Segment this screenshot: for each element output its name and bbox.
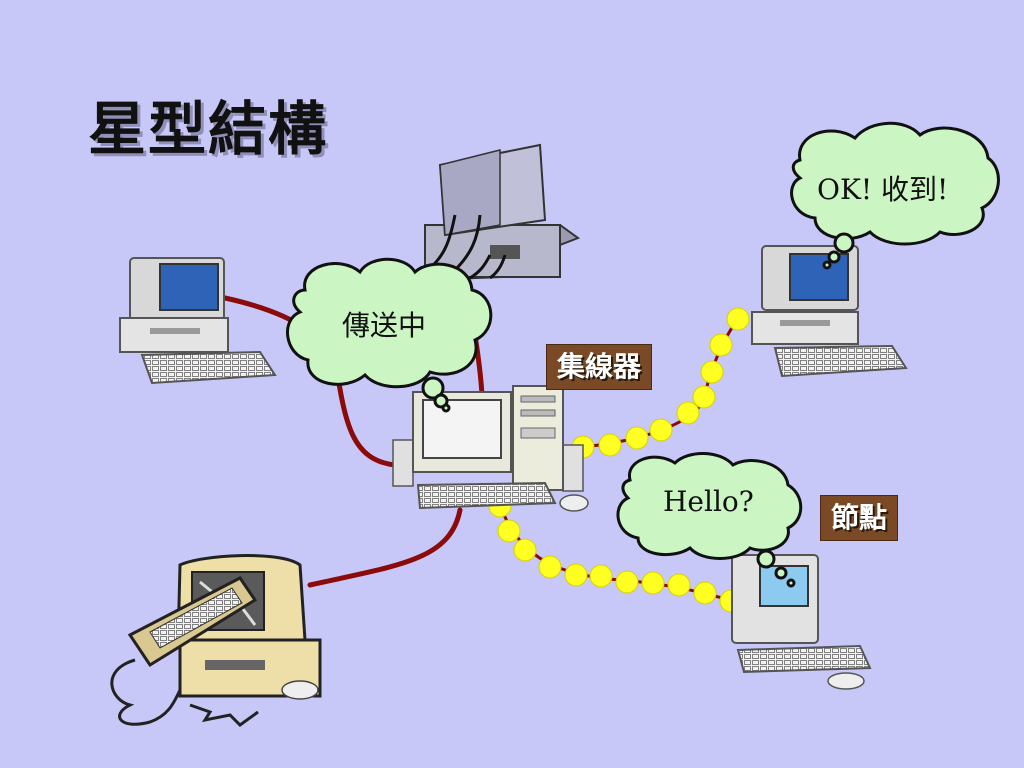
hub-computer-icon — [392, 385, 589, 512]
bubble-sending — [286, 257, 493, 413]
cable-old-computer — [307, 507, 463, 588]
bubble-sending-text: 傳送中 — [342, 309, 427, 342]
bubble-hello — [616, 452, 803, 588]
bubble-received — [790, 121, 1000, 270]
bubble-received-text: OK! 收到! — [817, 173, 949, 206]
computer-icon — [119, 257, 277, 385]
hub-label: 集線器 — [546, 344, 653, 390]
node-label: 節點 — [820, 495, 899, 541]
mac-computer-icon — [731, 554, 872, 690]
page-title: 星型結構 — [88, 95, 329, 163]
old-computer-icon — [110, 554, 322, 727]
bubble-hello-text: Hello? — [663, 485, 754, 518]
printer-icon — [424, 143, 581, 282]
